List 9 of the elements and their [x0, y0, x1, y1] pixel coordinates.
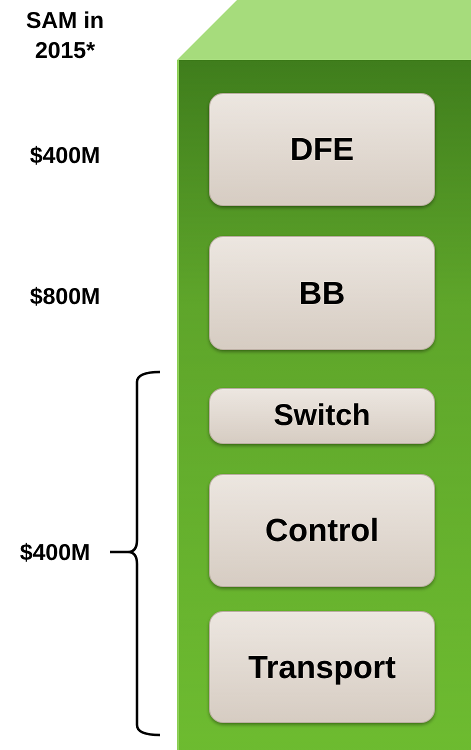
market-value: $400M	[18, 538, 92, 567]
market-value: $400M	[28, 141, 102, 170]
layer-box: DFE	[209, 93, 435, 206]
market-value: $800M	[28, 282, 102, 311]
layer-box: Switch	[209, 388, 435, 444]
layer-box: Transport	[209, 611, 435, 723]
layer-box: BB	[209, 236, 435, 350]
layer-box: Control	[209, 474, 435, 587]
column-heading: SAM in 2015*	[25, 6, 105, 65]
